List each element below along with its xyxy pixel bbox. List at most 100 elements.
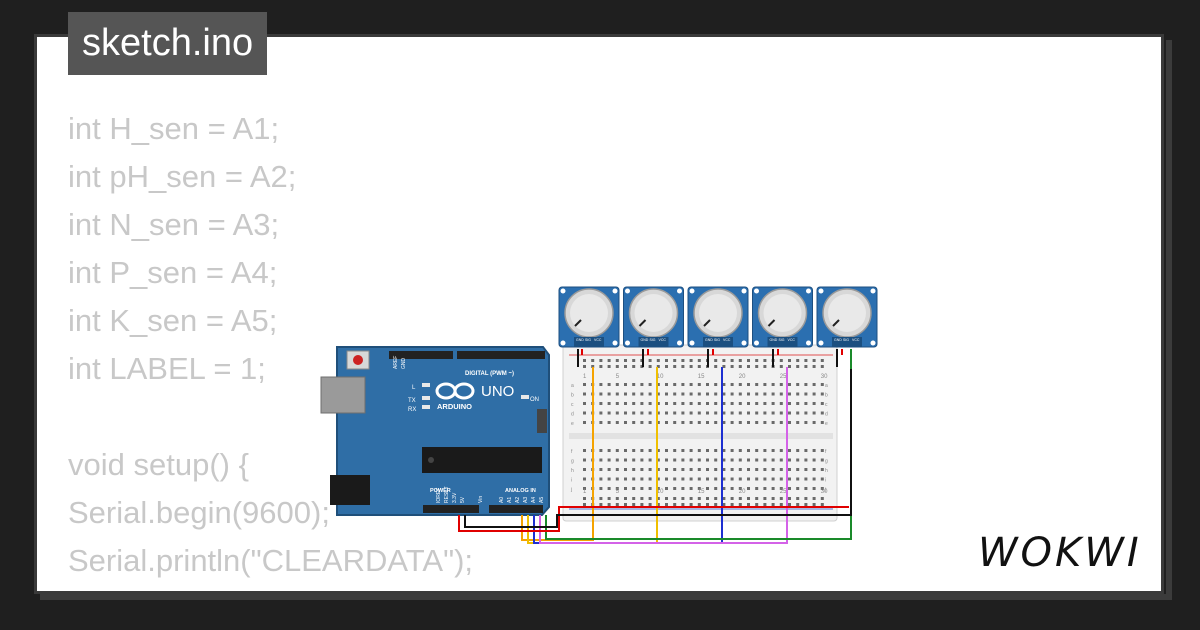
breadboard-row-label: f [825, 449, 827, 455]
power-label: POWER [430, 488, 451, 494]
breadboard-row-label: b [825, 393, 828, 399]
vin-label: Vin [478, 496, 484, 503]
rx-led [422, 405, 430, 409]
breadboard-row-label: a [571, 383, 574, 389]
brand-text: WOKWI [978, 530, 1142, 574]
wokwi-logo: WOKWI [978, 530, 1142, 574]
digital-label: DIGITAL (PWM ~) [465, 371, 514, 377]
breadboard-row-label: c [825, 402, 828, 408]
breadboard-column-label: 25 [780, 374, 787, 380]
code-line: Serial.println("CLEARDATA"); [68, 543, 474, 578]
breadboard-row-label: h [571, 468, 574, 474]
reset-button [353, 355, 363, 365]
breadboard-row-label: f [571, 449, 573, 455]
arduino-uno-board: UNO ARDUINO DIGITAL (PWM ~) POWER ANALOG… [320, 346, 550, 516]
header-digital [457, 351, 545, 359]
l-led-label: L [412, 385, 416, 391]
code-line: int H_sen = A1; [68, 111, 280, 146]
wire-5v [458, 506, 849, 532]
pot-pin-label: SIG [714, 338, 720, 342]
pot-pin-label: VCC [723, 338, 731, 342]
on-label: ON [530, 397, 539, 403]
atmega-chip [422, 447, 542, 473]
code-line: int pH_sen = A2; [68, 159, 297, 194]
breadboard-column-label: 30 [821, 489, 828, 495]
breadboard-row-label: b [571, 393, 574, 399]
breadboard-row-label: d [825, 412, 828, 418]
analog-pin-label: A0 [499, 497, 505, 503]
breadboard-row-label: e [571, 421, 574, 427]
pot-pin-label: SIG [585, 338, 591, 342]
ioref-label: IOREF [436, 488, 442, 503]
code-listing: int H_sen = A1;int pH_sen = A2;int N_sen… [68, 105, 834, 591]
breadboard-column-label: 15 [698, 489, 705, 495]
breadboard-column-label: 10 [657, 489, 664, 495]
wire-gnd [464, 369, 852, 528]
analog-pin-label: A1 [507, 497, 513, 503]
preview-card: int H_sen = A1;int pH_sen = A2;int N_sen… [34, 34, 1164, 594]
pot-pin-label: VCC [852, 338, 860, 342]
pot-pin-label: VCC [659, 338, 667, 342]
breadboard-row-label: g [571, 459, 574, 465]
code-line: int LABEL = 1; [68, 351, 266, 386]
wires [458, 349, 852, 544]
pot-pin-label: GND [705, 338, 713, 342]
board-name: UNO [481, 383, 514, 400]
tx-led-label: TX [408, 398, 416, 404]
breadboard-column-label: 25 [780, 489, 787, 495]
code-line: void setup() { [68, 447, 249, 482]
rx-led-label: RX [408, 407, 416, 413]
breadboard-column-label: 5 [616, 489, 620, 495]
card-shadow-right [1166, 40, 1172, 600]
analog-pin-label: A3 [523, 497, 529, 503]
on-led [521, 395, 529, 399]
breadboard-column-label: 5 [616, 374, 620, 380]
breadboard-row-label: e [825, 421, 828, 427]
analog-pin-label: A5 [539, 497, 545, 503]
card-shadow-bottom [40, 594, 1172, 600]
file-title: sketch.ino [68, 12, 268, 75]
board-maker: ARDUINO [437, 402, 472, 411]
wire-a4-p-sensor [539, 367, 788, 544]
pot-pin-label: SIG [779, 338, 785, 342]
analog-pin-label: A2 [515, 497, 521, 503]
pot-pin-label: SIG [650, 338, 656, 342]
tx-led [422, 396, 430, 400]
pot-pin-label: SIG [843, 338, 849, 342]
breadboard-column-label: 20 [739, 374, 746, 380]
code-line: int P_sen = A4; [68, 255, 278, 290]
circuit-diagram: UNO ARDUINO DIGITAL (PWM ~) POWER ANALOG… [320, 286, 878, 544]
breadboard-column-label: 1 [583, 489, 587, 495]
pot-pin-label: VCC [788, 338, 796, 342]
breadboard-row-label: h [825, 468, 828, 474]
v5-label: 5V [460, 496, 466, 503]
power-jack [330, 475, 370, 505]
usb-connector [320, 376, 366, 414]
header-power [423, 505, 479, 513]
header-aref [389, 351, 453, 359]
pot-pin-label: VCC [594, 338, 602, 342]
l-led [422, 383, 430, 387]
reset-label: RESET [444, 486, 450, 503]
breadboard-row-label: j [570, 487, 572, 493]
pot-pin-label: GND [770, 338, 778, 342]
v33-label: 3.3V [452, 492, 458, 503]
code-line: int K_sen = A5; [68, 303, 278, 338]
analog-pin-label: A4 [531, 497, 537, 503]
pot-pin-label: GND [834, 338, 842, 342]
pot-pin-label: GND [576, 338, 584, 342]
breadboard-column-label: 20 [739, 489, 746, 495]
breadboard-row-label: i [825, 478, 826, 484]
breadboard-row-label: g [825, 459, 828, 465]
breadboard-row-label: c [571, 402, 574, 408]
aref-label: AREF [393, 356, 399, 369]
